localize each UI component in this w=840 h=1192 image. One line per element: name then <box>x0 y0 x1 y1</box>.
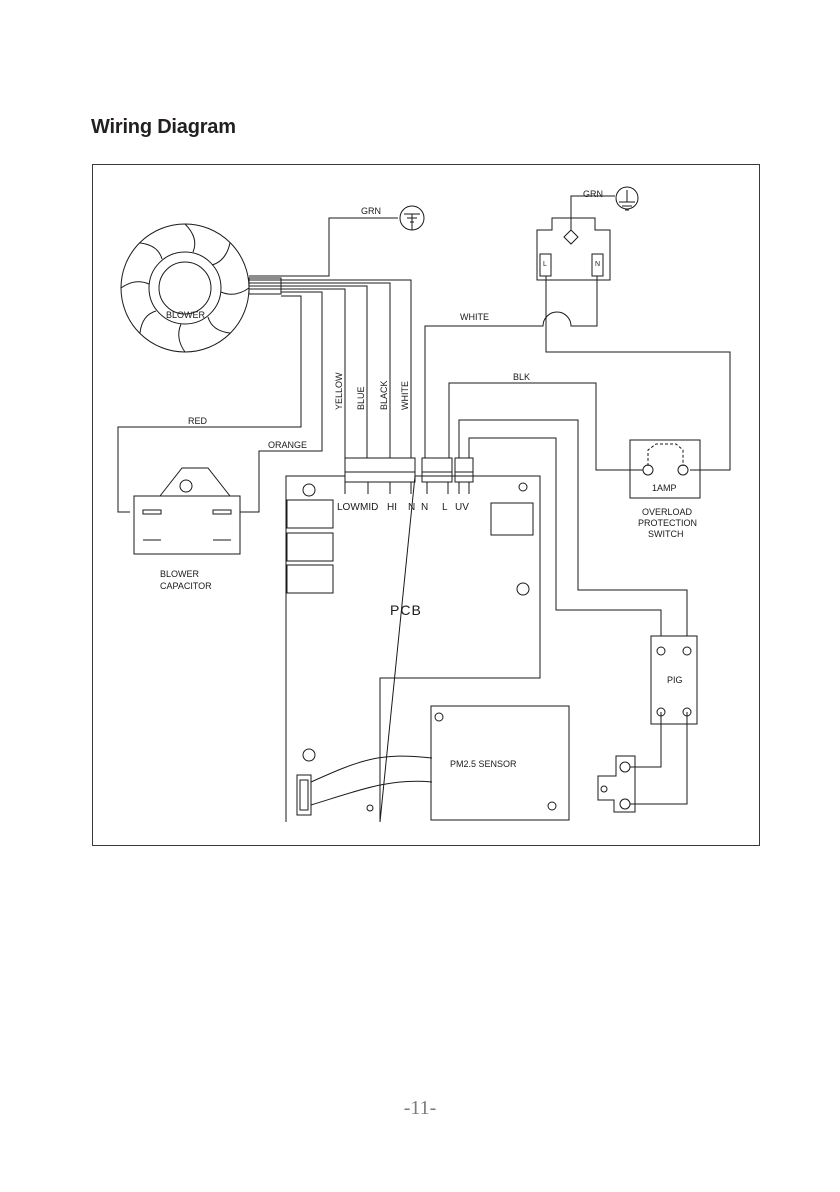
pin-n2: N <box>421 502 428 513</box>
label-blue: BLUE <box>356 386 366 410</box>
label-pig: PIG <box>667 675 683 685</box>
label-protection: PROTECTION <box>638 518 697 528</box>
label-red: RED <box>188 416 208 426</box>
uv-lamp-bracket <box>598 712 687 812</box>
connector-blower <box>345 458 415 494</box>
blower-capacitor <box>134 468 240 554</box>
blk-wire <box>449 383 643 470</box>
label-grn-plug: GRN <box>583 189 603 199</box>
label-1amp: 1AMP <box>652 483 677 493</box>
label-blk: BLK <box>513 372 530 382</box>
page-number: -11- <box>0 1097 840 1120</box>
label-overload: OVERLOAD <box>642 507 693 517</box>
label-white-plug: WHITE <box>460 312 489 322</box>
blower-blades <box>121 224 249 352</box>
pcb-board <box>286 476 540 822</box>
label-black: BLACK <box>379 380 389 410</box>
label-grn-blower: GRN <box>361 206 381 216</box>
label-pm-sensor: PM2.5 SENSOR <box>450 759 517 769</box>
pin-hi: HI <box>387 502 397 513</box>
pin-l: L <box>442 502 448 513</box>
blower-ground-icon <box>400 206 424 230</box>
pin-mid: MID <box>360 502 378 513</box>
label-capacitor-1: BLOWER <box>160 569 200 579</box>
uv-wires <box>459 420 687 636</box>
label-orange: ORANGE <box>268 440 307 450</box>
label-plug-n: N <box>595 261 600 268</box>
label-blower: BLOWER <box>166 310 206 320</box>
label-white-vertical: WHITE <box>400 381 410 410</box>
label-switch: SWITCH <box>648 529 684 539</box>
sensor-cable <box>311 678 432 805</box>
label-pcb: PCB <box>390 602 422 618</box>
label-capacitor-2: CAPACITOR <box>160 581 212 591</box>
pin-uv: UV <box>455 502 469 513</box>
pin-low: LOW <box>337 502 360 513</box>
label-plug-l: L <box>543 261 547 268</box>
blower <box>121 224 281 352</box>
label-yellow: YELLOW <box>334 372 344 410</box>
pin-n1: N <box>408 502 415 513</box>
blower-wires <box>118 218 411 512</box>
plug-ground-icon <box>616 187 638 210</box>
